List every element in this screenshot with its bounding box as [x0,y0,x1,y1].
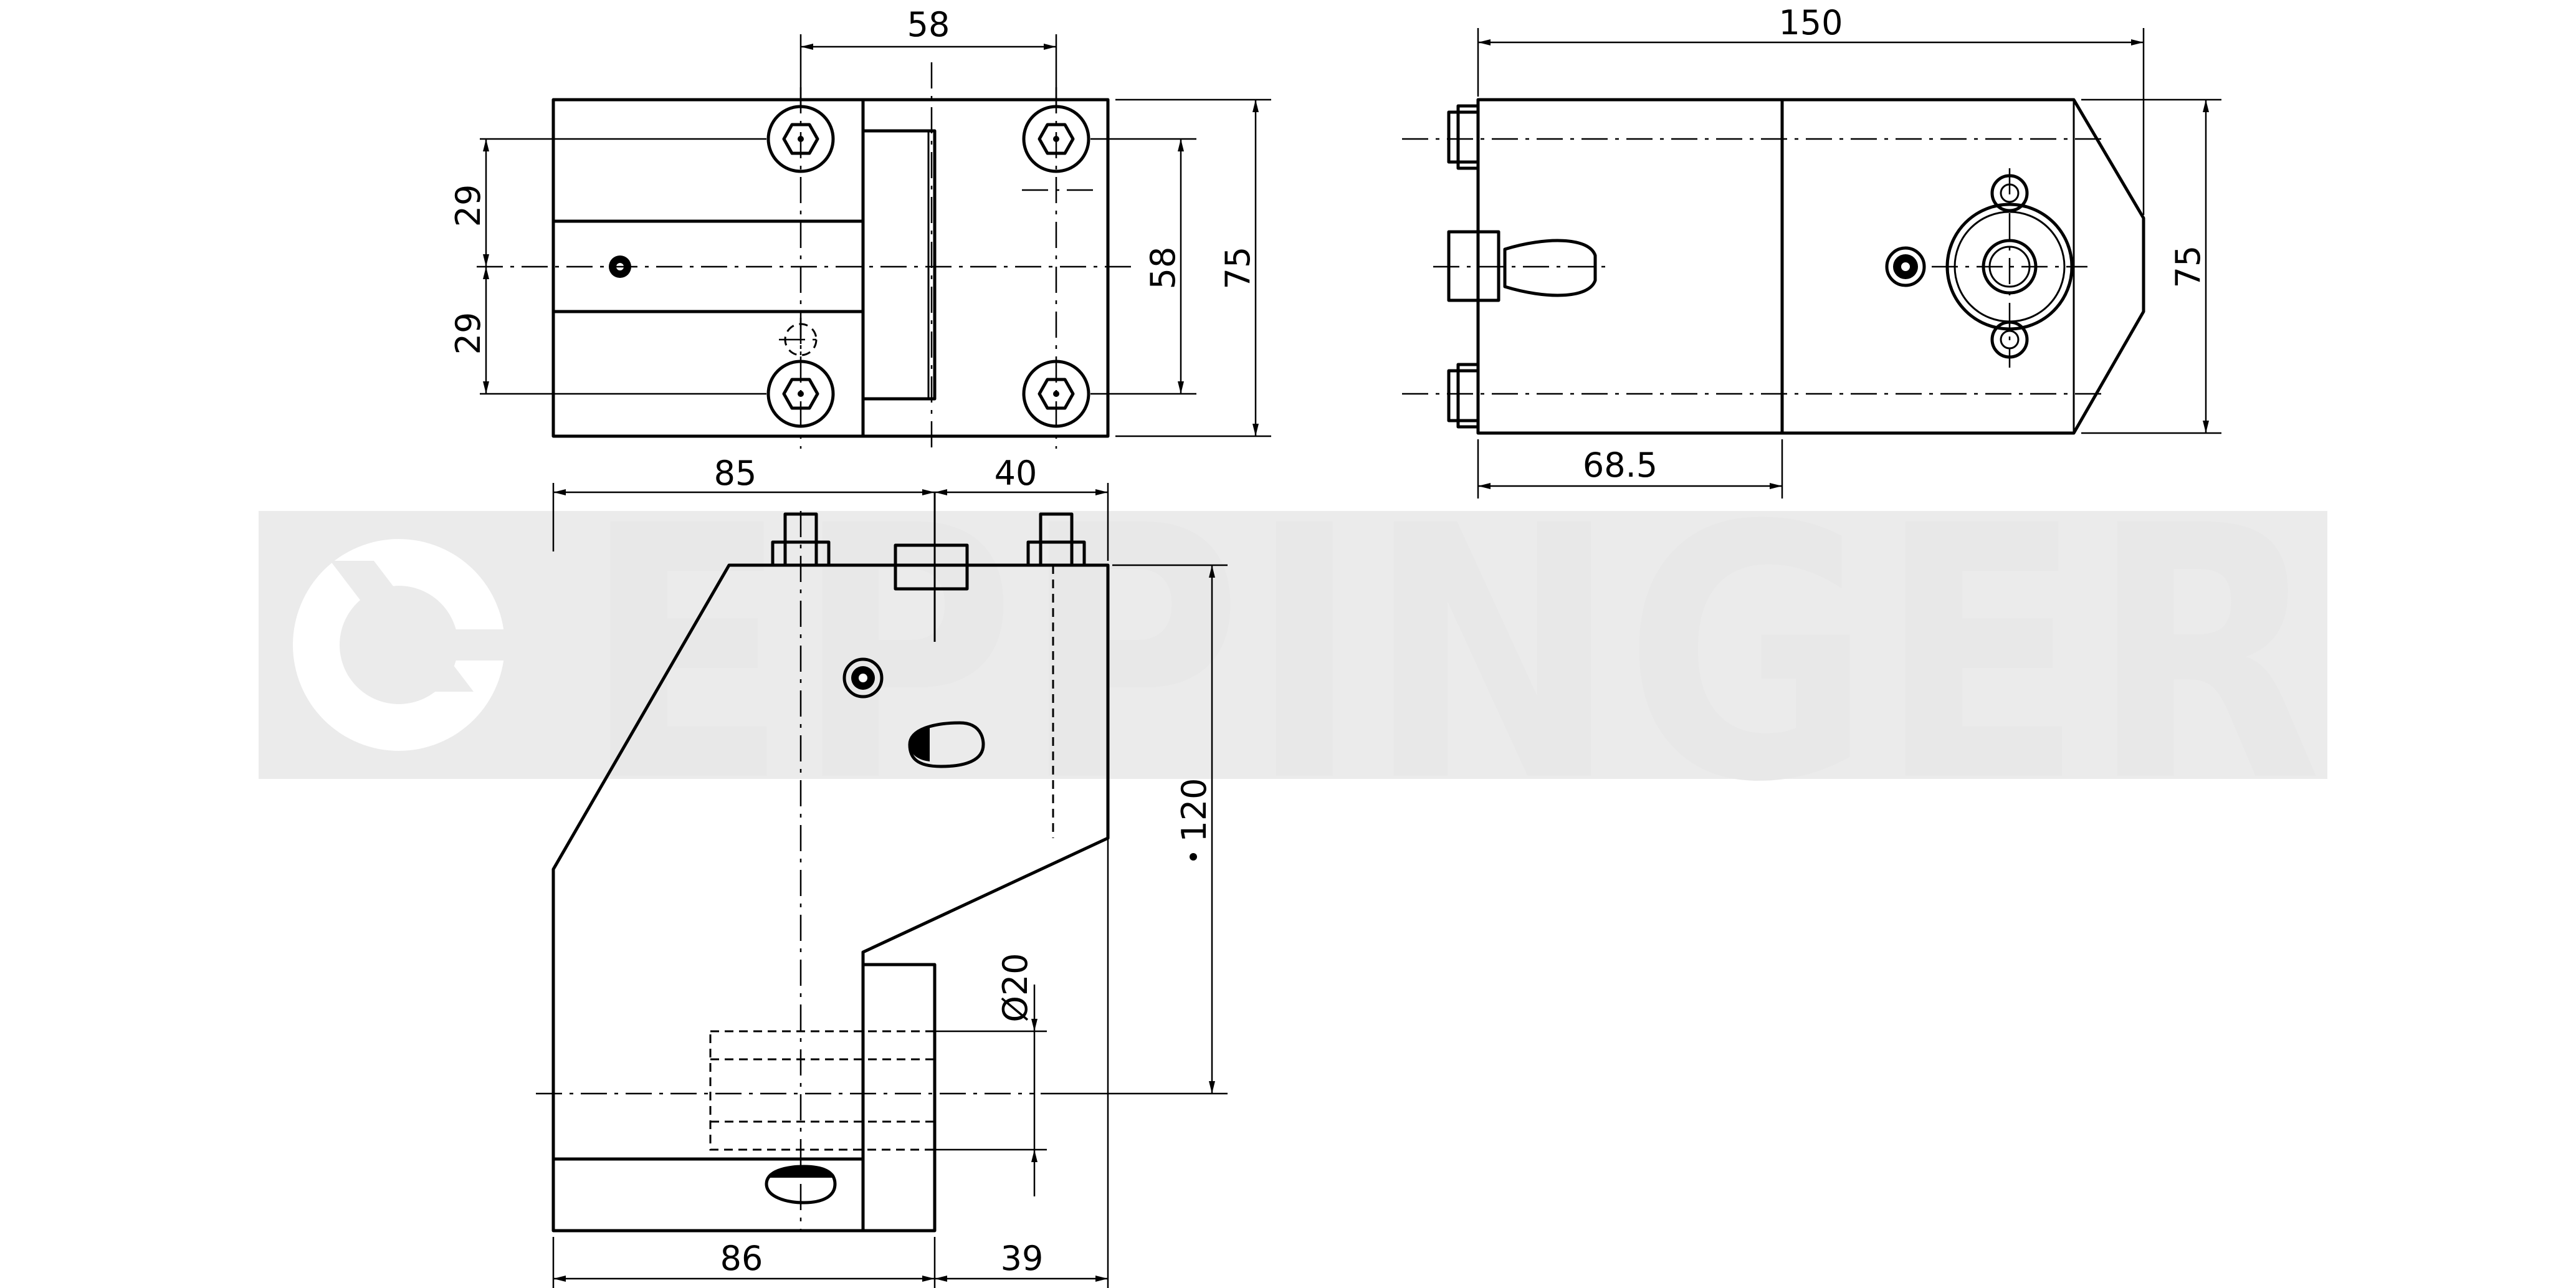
dim-lower-offset: 29 [449,312,488,355]
hidden-bore [709,1030,936,1151]
dim-overall-height: 75 [1218,247,1257,290]
clamping-block [861,129,937,401]
brand-watermark-text: EPPINGER [583,452,2327,859]
dim-bottom-right-width: 39 [1001,1239,1044,1278]
brand-logo-icon [274,523,523,766]
dim-hole-spacing-width: 58 [907,5,950,44]
slot-icon [908,721,985,768]
screw-icon [842,657,884,699]
dim-body-length: 68.5 [1583,446,1658,485]
top-view: 58 29 29 58 75 [449,5,1271,449]
top-view-outline [551,98,1110,438]
dim-bore-diameter: Ø20 [996,953,1035,1022]
dim-overall-length: 150 [1778,3,1843,42]
dim-left-width: 85 [714,454,757,493]
dim-side-height: 75 [2168,246,2208,289]
screw-icon [1885,246,1926,287]
dim-right-width: 40 [995,454,1038,493]
pin-icon [1026,512,1086,567]
side-view: 150 75 68.5 [1402,3,2221,499]
dim-hole-spacing-height: 58 [1143,247,1183,290]
slot-icon [1503,239,1597,297]
clamping-block [894,543,969,591]
dim-front-height: 120 [1175,778,1214,842]
brand-watermark: EPPINGER [259,452,2327,859]
clamping-block [861,963,937,1233]
theoretical-dim-marker [1190,853,1197,861]
watermark-band [259,511,2327,779]
dim-bottom-left-width: 86 [720,1239,763,1278]
pin-icon [1447,104,1480,170]
dim-upper-offset: 29 [449,184,488,227]
pin-icon [1447,363,1480,429]
front-view: 85 40 120 Ø20 86 39 [536,454,1228,1288]
